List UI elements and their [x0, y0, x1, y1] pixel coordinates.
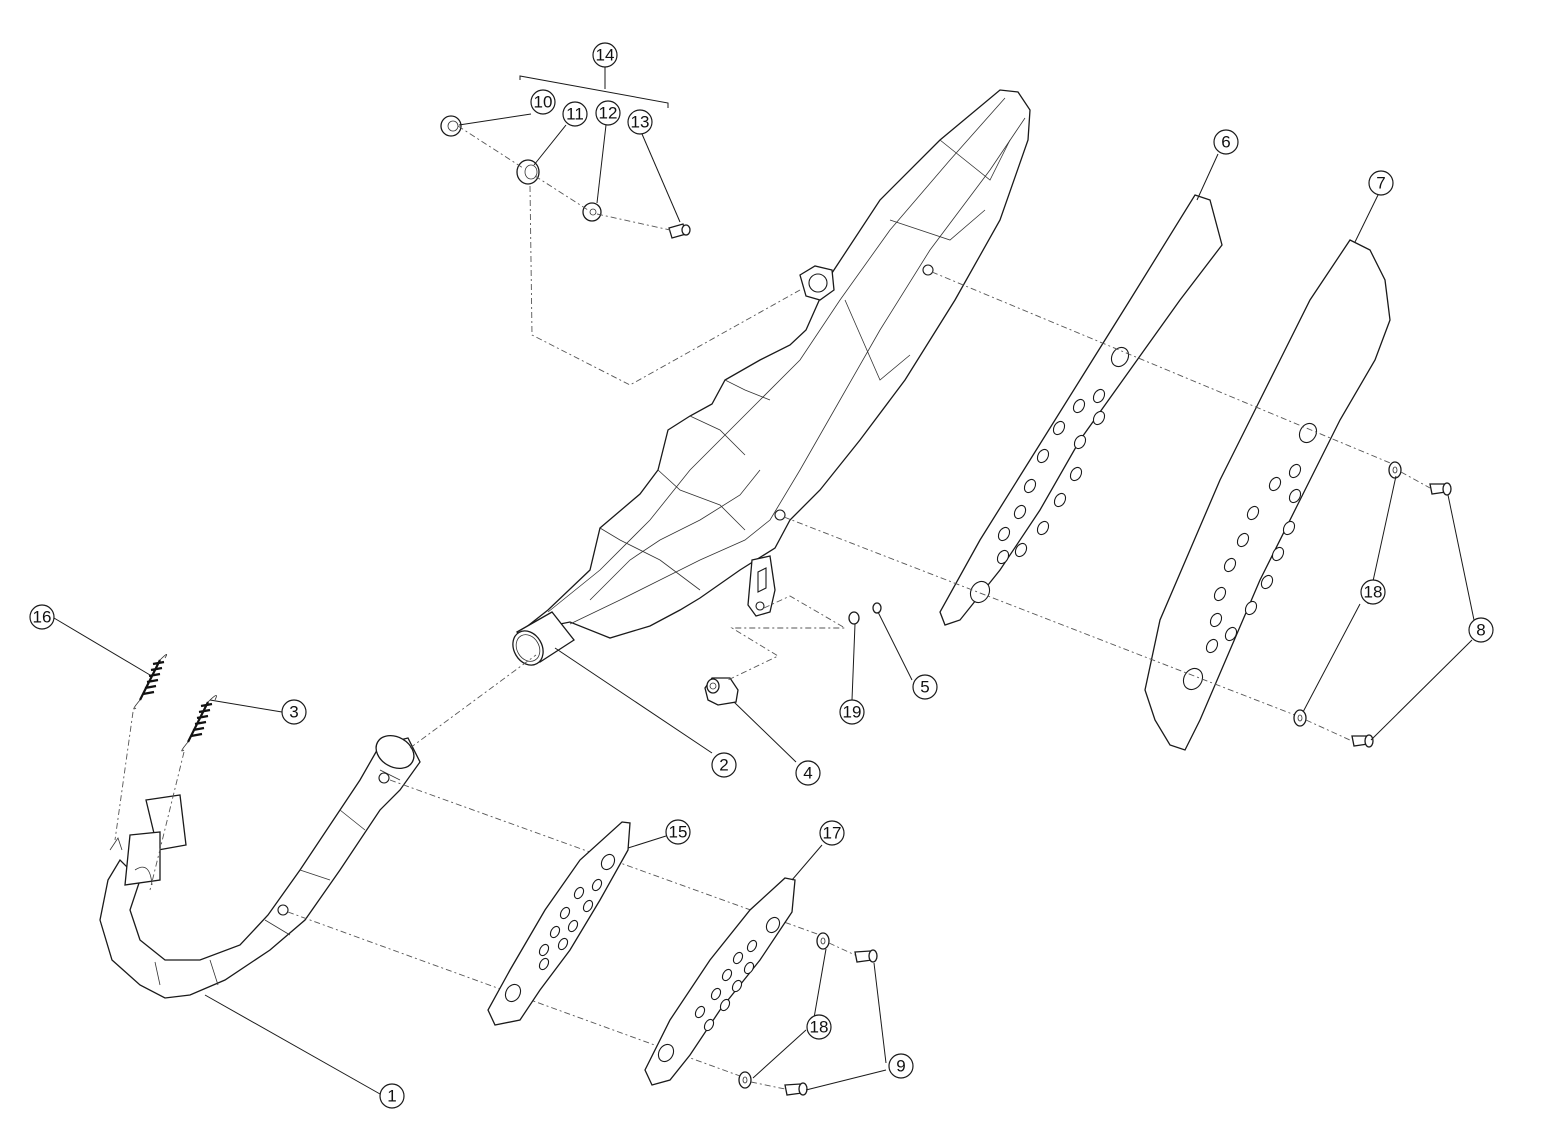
mount-kit-group [440, 67, 801, 386]
callout-label: 1 [387, 1087, 396, 1106]
callout-label: 17 [823, 824, 842, 843]
part-6-inner-shield [939, 194, 1223, 626]
callout-label: 7 [1376, 174, 1385, 193]
leader-lines [53, 153, 1475, 1091]
callout-label: 10 [534, 93, 553, 112]
shield-6-holes [996, 388, 1106, 565]
callout-label: 6 [1221, 133, 1230, 152]
shield-17-holes [694, 939, 758, 1032]
part-18-washer-shield17-lower [738, 1071, 752, 1089]
part-18-washer-upper [1388, 461, 1402, 479]
callout-label: 14 [596, 46, 615, 65]
callout-17: 17 [819, 820, 845, 846]
part-8-bolt-upper [1429, 482, 1452, 496]
callout-label: 13 [631, 113, 650, 132]
callout-label: 5 [920, 678, 929, 697]
part-2-muffler [512, 89, 1031, 754]
part-13-bolt [668, 223, 691, 239]
callout-label: 4 [803, 764, 812, 783]
shield-7-holes [1205, 463, 1302, 654]
callout-11: 11 [562, 101, 588, 127]
part-11-grommet [516, 159, 540, 185]
callout-10: 10 [530, 89, 556, 115]
callout-label: 9 [896, 1057, 905, 1076]
callout-2: 2 [711, 752, 737, 778]
part-1-header-pipe [99, 734, 421, 1095]
callout-label: 11 [566, 105, 584, 124]
callout-label: 15 [669, 823, 688, 842]
callout-13: 13 [627, 109, 653, 135]
callout-16: 16 [29, 604, 55, 630]
part-7-outer-shield [1144, 239, 1391, 751]
callout-label: 18 [810, 1018, 829, 1037]
part-5-bolt [872, 602, 882, 614]
part-12-washer [582, 202, 602, 222]
callout-19: 19 [839, 699, 865, 725]
shield-15-holes [538, 878, 603, 971]
part-4-rubber-mount [704, 677, 739, 706]
callout-4: 4 [795, 760, 821, 786]
part-15-heat-shield [487, 821, 631, 1026]
callout-label: 3 [289, 703, 298, 722]
callout-label: 12 [599, 104, 618, 123]
callout-label: 2 [719, 756, 728, 775]
callout-label: 16 [33, 608, 52, 627]
callout-label: 19 [843, 703, 862, 722]
callout-6: 6 [1213, 129, 1239, 155]
part-18-washer-lower [1293, 709, 1307, 727]
part-19-lock-washer [848, 611, 860, 625]
part-3-spring [181, 695, 217, 752]
callout-8: 8 [1468, 617, 1494, 643]
callout-label: 8 [1476, 621, 1485, 640]
callout-18-lower: 18 [806, 1014, 832, 1040]
callout-label: 18 [1364, 583, 1383, 602]
part-8-bolt-lower [1351, 734, 1374, 748]
callout-3: 3 [281, 699, 307, 725]
callout-18-upper: 18 [1360, 579, 1386, 605]
callout-9: 9 [888, 1053, 914, 1079]
callout-5: 5 [912, 674, 938, 700]
callout-12: 12 [595, 100, 621, 126]
part-18-washer-shield17-upper [816, 932, 830, 950]
part-16-spring [133, 654, 168, 710]
callout-1: 1 [379, 1083, 405, 1109]
part-9-bolt-lower [784, 1082, 808, 1096]
callout-14: 14 [592, 42, 618, 68]
part-9-bolt-upper [854, 949, 878, 963]
callout-7: 7 [1368, 170, 1394, 196]
callout-15: 15 [665, 819, 691, 845]
part-17-heat-shield [644, 877, 796, 1086]
